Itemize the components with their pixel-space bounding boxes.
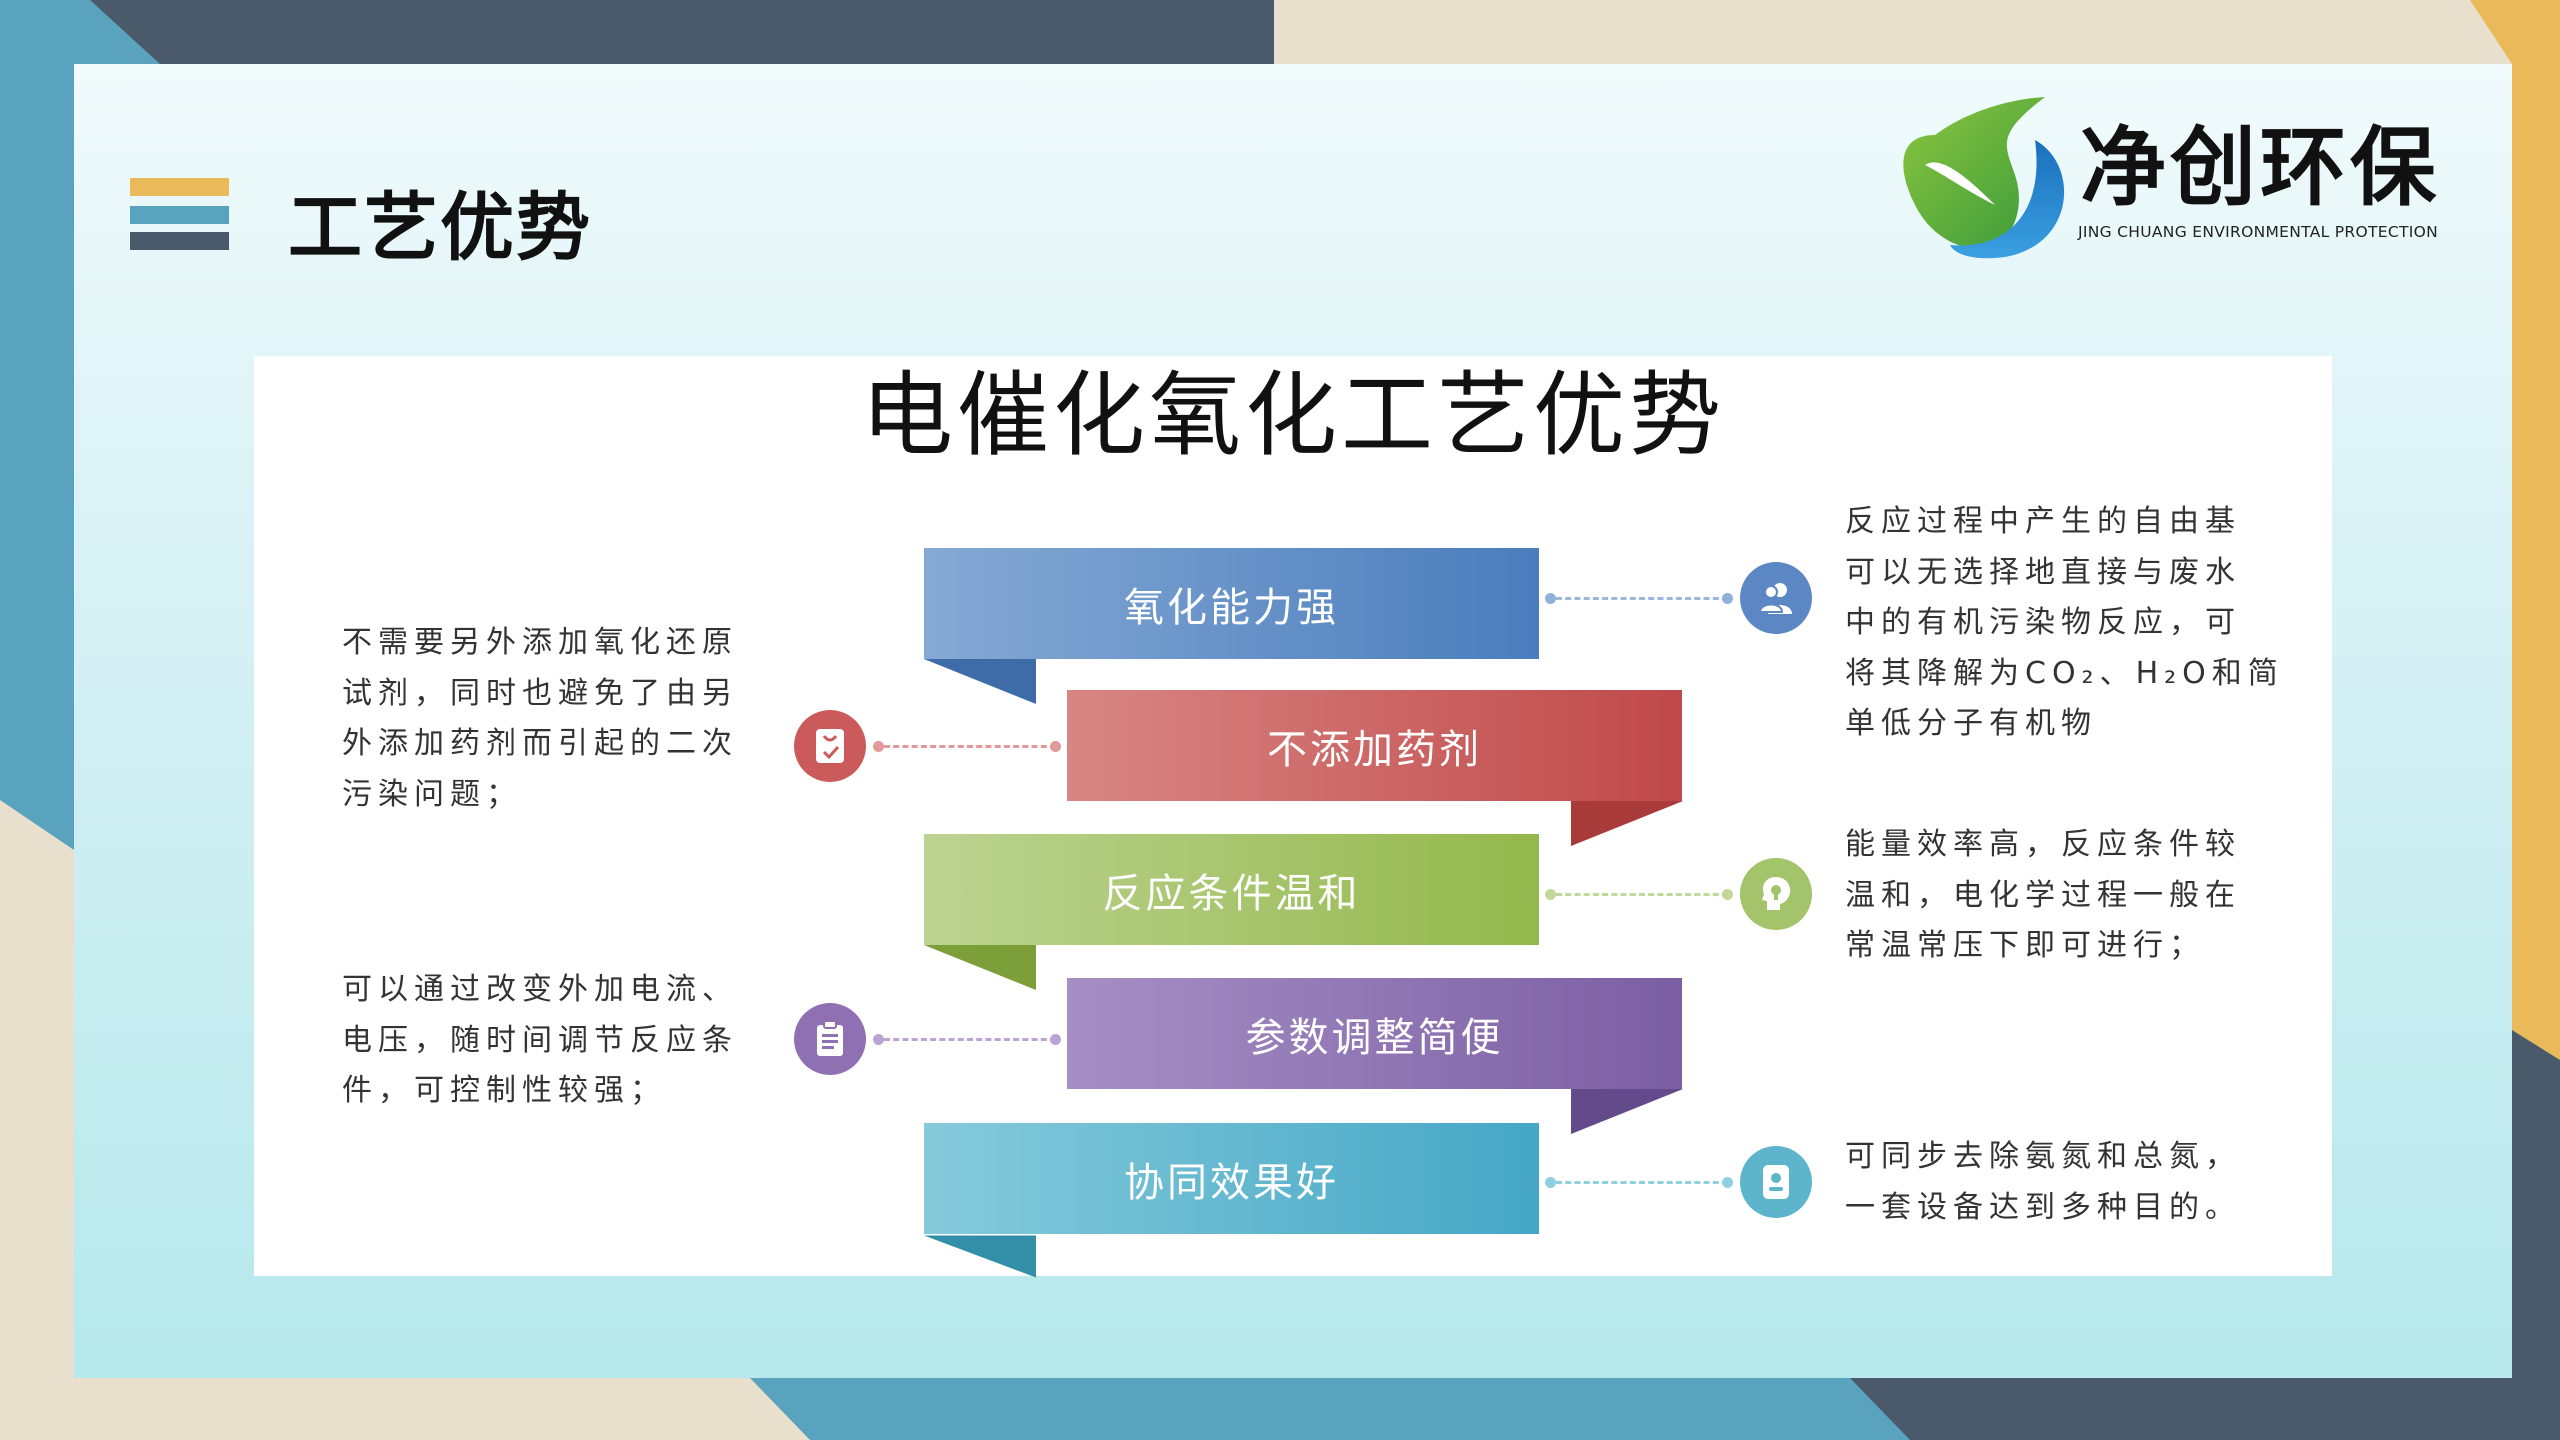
- company-logo: 净创环保 JING CHUANG ENVIRONMENTAL PROTECTIO…: [1895, 95, 2455, 260]
- desc-line: 电压，随时间调节反应条: [342, 1022, 738, 1058]
- ribbon-label: 协同效果好: [1124, 1159, 1339, 1206]
- ribbon-no-chemicals: 不添加药剂: [1067, 690, 1682, 801]
- desc-line: 外添加药剂而引起的二次: [342, 726, 738, 761]
- desc-line: 可以无选择地直接与废水: [1845, 554, 2241, 590]
- ribbon-easy-adjustment: 参数调整简便: [1067, 978, 1682, 1089]
- desc-line: 可同步去除氨氮和总氮，: [1845, 1139, 2241, 1174]
- desc-line: 污染问题；: [342, 776, 522, 812]
- desc-line: 反应过程中产生的自由基: [1845, 504, 2241, 539]
- ribbon-label: 氧化能力强: [1124, 584, 1339, 631]
- connector-dot: [1722, 889, 1733, 900]
- desc-line: 能量效率高，反应条件较: [1845, 827, 2241, 862]
- description-mild-conditions: 能量效率高，反应条件较 温和，电化学过程一般在 常温常压下即可进行；: [1845, 820, 2241, 972]
- ribbon-fold: [1571, 1089, 1683, 1134]
- ribbon-synergy: 协同效果好: [924, 1123, 1539, 1234]
- desc-line: 不需要另外添加氧化还原: [342, 625, 738, 660]
- connector-dot: [1722, 593, 1733, 604]
- connector-dot: [1050, 741, 1061, 752]
- connector-line: [1556, 597, 1728, 600]
- desc-line: 一套设备达到多种目的。: [1845, 1189, 2241, 1225]
- ribbon-mild-conditions: 反应条件温和: [924, 834, 1539, 945]
- leaf-logo-icon: [1903, 97, 2065, 259]
- ribbon-label: 参数调整简便: [1245, 1014, 1504, 1061]
- ribbon-fold: [924, 659, 1036, 704]
- connector-line: [884, 1038, 1056, 1041]
- logo-name-cn: 净创环保: [2080, 118, 2440, 218]
- ribbon-fold: [1571, 801, 1683, 846]
- connector-line: [1556, 1181, 1728, 1184]
- desc-line: 件，可控制性较强；: [342, 1073, 666, 1108]
- advantages-card: 电催化氧化工艺优势: [254, 356, 2332, 1276]
- desc-line: 单低分子有机物: [1845, 706, 2097, 741]
- desc-line: 试剂，同时也避免了由另: [342, 675, 738, 711]
- connector-dot: [873, 741, 884, 752]
- idea-head-icon: [1740, 858, 1812, 930]
- diagram-title: 电催化氧化工艺优势: [860, 362, 1725, 469]
- connector-dot: [1722, 1177, 1733, 1188]
- checklist-icon: [794, 710, 866, 782]
- connector-dot: [873, 1034, 884, 1045]
- description-easy-adjustment: 可以通过改变外加电流、 电压，随时间调节反应条 件，可控制性较强；: [342, 965, 738, 1117]
- logo-name-en: JING CHUANG ENVIRONMENTAL PROTECTION: [2078, 223, 2438, 241]
- page-title: 工艺优势: [288, 185, 592, 271]
- ribbon-fold: [924, 1235, 1036, 1278]
- badge-icon: [1740, 1146, 1812, 1218]
- ribbon-label: 不添加药剂: [1267, 726, 1482, 773]
- ribbon-oxidation: 氧化能力强: [924, 548, 1539, 659]
- description-no-chemicals: 不需要另外添加氧化还原 试剂，同时也避免了由另 外添加药剂而引起的二次 污染问题…: [342, 618, 738, 820]
- description-oxidation: 反应过程中产生的自由基 可以无选择地直接与废水 中的有机污染物反应，可 将其降解…: [1845, 497, 2284, 750]
- clipboard-icon: [794, 1003, 866, 1075]
- desc-line: 将其降解为CO₂、H₂O和简: [1845, 655, 2284, 691]
- connector-dot: [1545, 889, 1556, 900]
- desc-line: 常温常压下即可进行；: [1845, 928, 2205, 963]
- users-icon: [1740, 562, 1812, 634]
- description-synergy: 可同步去除氨氮和总氮， 一套设备达到多种目的。: [1845, 1132, 2241, 1233]
- ribbon-fold: [924, 945, 1036, 990]
- connector-line: [1556, 893, 1728, 896]
- connector-dot: [1050, 1034, 1061, 1045]
- ribbon-label: 反应条件温和: [1102, 870, 1361, 917]
- desc-line: 中的有机污染物反应，可: [1845, 605, 2241, 640]
- connector-dot: [1545, 593, 1556, 604]
- connector-line: [884, 745, 1056, 748]
- desc-line: 温和，电化学过程一般在: [1845, 877, 2241, 913]
- connector-dot: [1545, 1177, 1556, 1188]
- desc-line: 可以通过改变外加电流、: [342, 972, 738, 1007]
